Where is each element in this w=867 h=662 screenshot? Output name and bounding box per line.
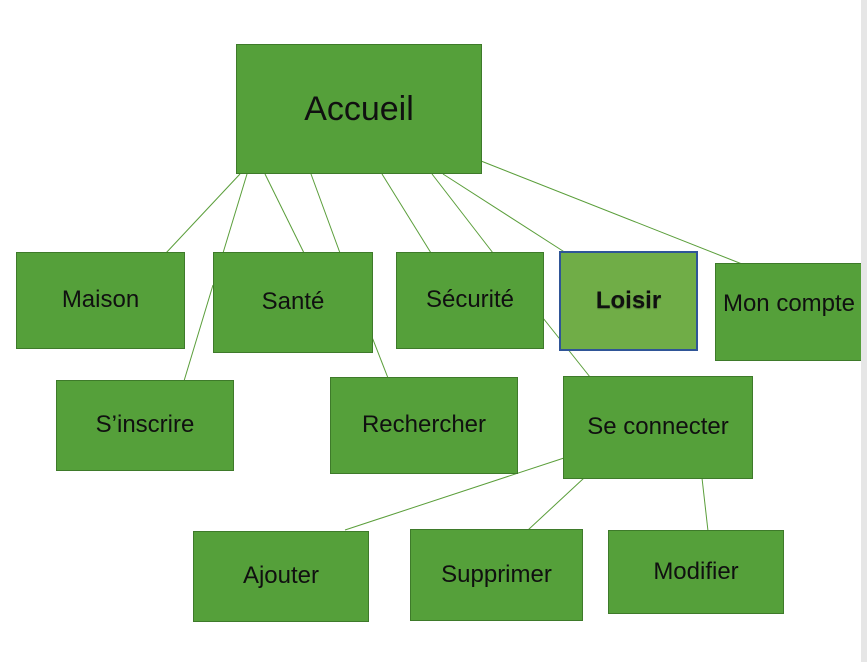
edge-accueil-securite <box>431 173 494 254</box>
node-maison[interactable]: Maison <box>16 252 185 349</box>
node-securite[interactable]: Sécurité <box>396 252 544 349</box>
edge-sinscrire-branch <box>183 284 214 382</box>
node-ajouter[interactable]: Ajouter <box>193 531 369 622</box>
edge-accueil-mon-compte <box>480 160 743 265</box>
node-modifier-label: Modifier <box>653 557 739 585</box>
edge-accueil-sante-b <box>310 173 341 254</box>
node-mon-compte[interactable]: Mon compte <box>715 263 863 361</box>
edge-accueil-sante-a <box>264 173 305 254</box>
edge-accueil-rechercher <box>381 173 432 254</box>
node-rechercher-label: Rechercher <box>361 411 487 439</box>
node-securite-label: Sécurité <box>425 286 515 314</box>
node-rechercher[interactable]: Rechercher <box>330 377 518 474</box>
node-loisir[interactable]: Loisir <box>559 251 698 351</box>
edge-se-connecter-modifier <box>701 477 709 532</box>
node-sante[interactable]: Santé <box>213 252 373 353</box>
node-maison-label: Maison <box>61 286 140 314</box>
node-sante-label: Santé <box>261 288 325 316</box>
edge-se-connecter-supprimer <box>527 477 585 531</box>
node-sinscrire[interactable]: S’inscrire <box>56 380 234 471</box>
edge-accueil-maison <box>165 173 241 254</box>
edge-se-connecter-ajouter <box>344 457 565 531</box>
node-mon-compte-label: Mon compte <box>722 290 856 317</box>
edge-accueil-loisir <box>442 173 567 254</box>
scrollbar-track[interactable] <box>861 0 867 662</box>
edge-accueil-sinscrire <box>222 173 248 254</box>
node-accueil-label: Accueil <box>304 89 414 128</box>
edge-sante-rechercher <box>371 336 389 379</box>
node-se-connecter[interactable]: Se connecter <box>563 376 753 479</box>
node-accueil[interactable]: Accueil <box>236 44 482 174</box>
node-loisir-label: Loisir <box>595 286 662 314</box>
node-ajouter-label: Ajouter <box>242 562 320 590</box>
node-se-connecter-label: Se connecter <box>587 413 729 441</box>
node-modifier[interactable]: Modifier <box>608 530 784 614</box>
node-supprimer[interactable]: Supprimer <box>410 529 583 621</box>
node-supprimer-label: Supprimer <box>441 560 552 588</box>
node-sinscrire-label: S’inscrire <box>95 411 195 439</box>
